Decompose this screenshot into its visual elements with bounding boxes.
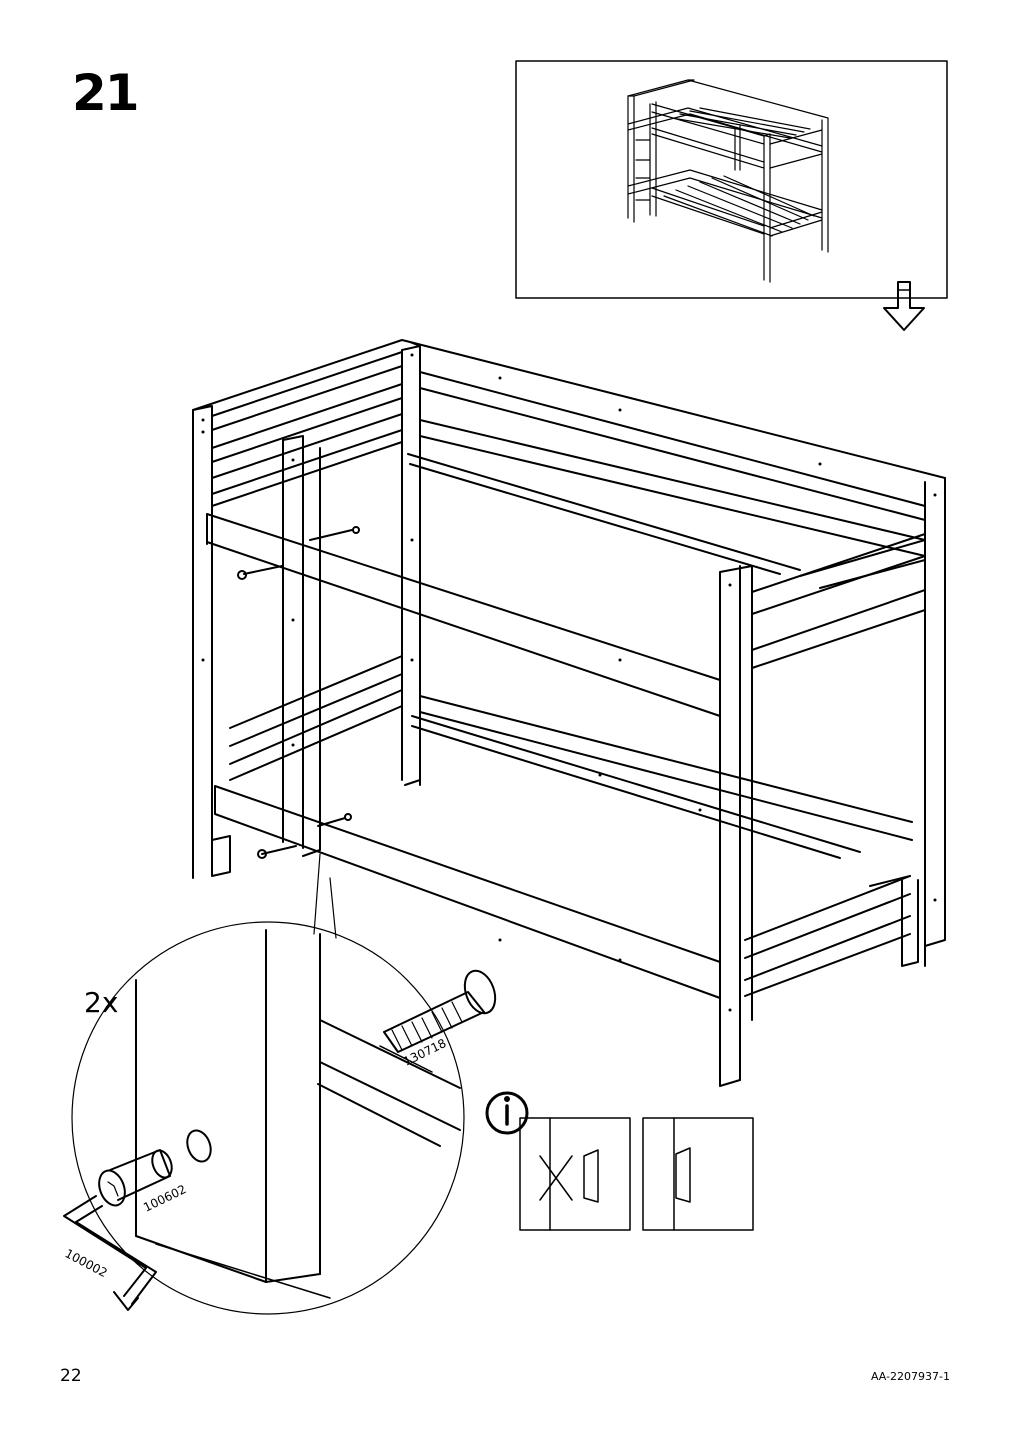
page-number: 22 (60, 1366, 82, 1386)
part-label-130718: 130718 (401, 1036, 448, 1069)
part-label-100002: 100002 (63, 1246, 110, 1280)
part-label-100602: 100602 (141, 1182, 188, 1215)
quantity-label: 2x (84, 986, 119, 1019)
bolt-130718 (379, 969, 497, 1073)
step-number: 21 (72, 64, 140, 122)
detail-circle (63, 921, 497, 1315)
overview-inset (515, 60, 948, 331)
allen-key-100002 (63, 1195, 157, 1311)
barrel-nut-100602 (98, 1149, 173, 1207)
info-panels (485, 1091, 754, 1231)
bunk-bed-frame (192, 339, 946, 1087)
doc-code: AA-2207937-1 (870, 1370, 950, 1383)
